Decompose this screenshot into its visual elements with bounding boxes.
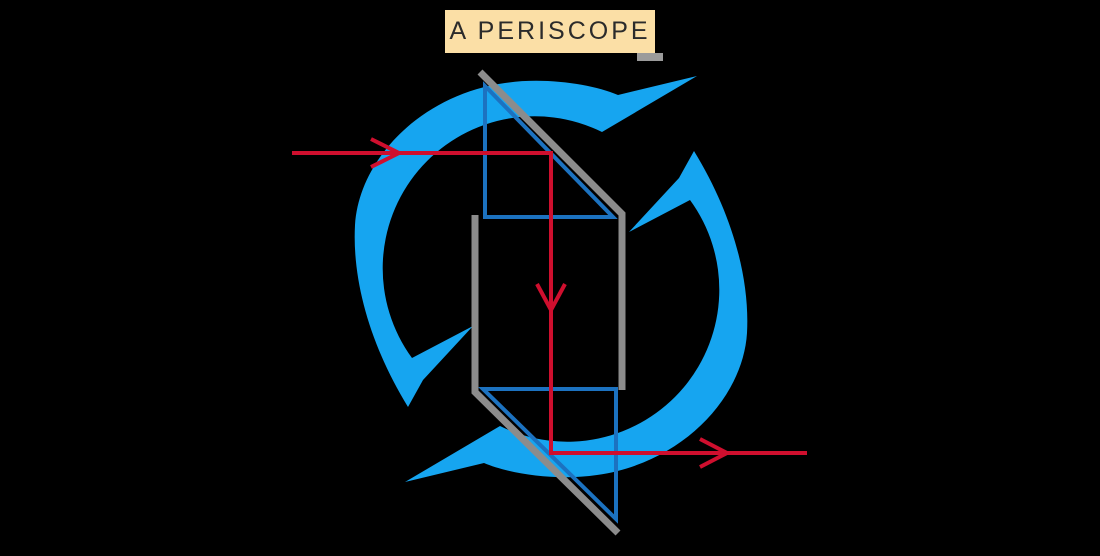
circular-arrow-logo-bottom-crescent — [405, 151, 748, 482]
outgoing-ray-arrowhead — [699, 437, 732, 469]
light-ray-path — [292, 151, 807, 455]
page-title: A PERISCOPE — [449, 17, 651, 45]
incoming-ray-arrowhead — [370, 137, 404, 169]
title-box-shadow-fragment — [637, 53, 663, 61]
title-box: A PERISCOPE — [445, 10, 655, 53]
top-mirror-and-right-tube-wall — [477, 69, 626, 390]
left-tube-wall-and-bottom-mirror — [471, 215, 621, 536]
downward-ray-arrowhead — [535, 283, 567, 315]
